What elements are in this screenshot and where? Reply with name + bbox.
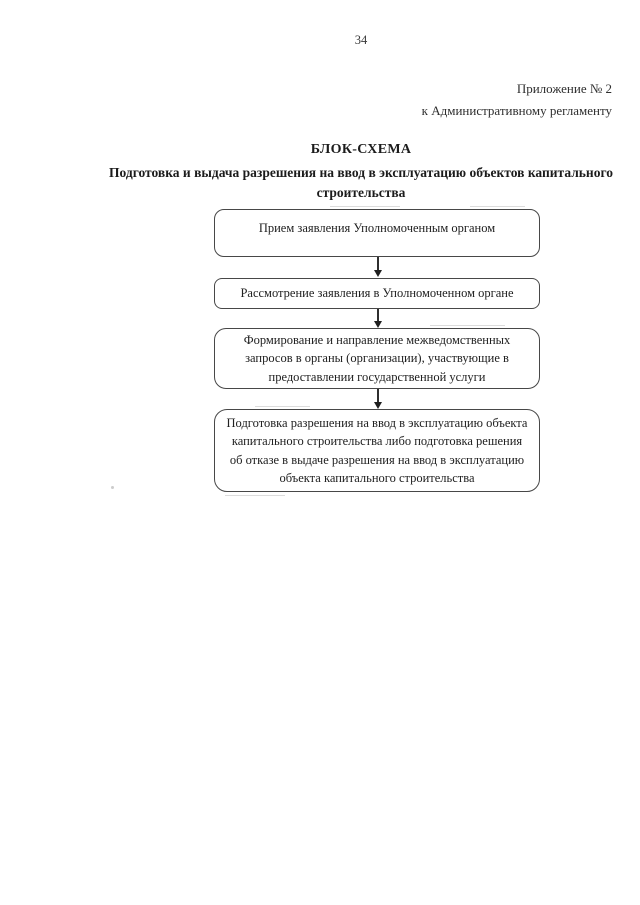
scan-artifact [255, 406, 310, 407]
scan-artifact [330, 206, 400, 207]
heading-block: БЛОК-СХЕМА Подготовка и выдача разрешени… [81, 142, 640, 203]
page-number: 34 [354, 33, 368, 47]
flowchart-step-1: Прием заявления Уполномоченным органом [214, 209, 540, 257]
flowchart-step-2-label: Рассмотрение заявления в Уполномоченном … [240, 286, 514, 301]
appendix-line-2: к Административному регламенту [421, 103, 612, 118]
appendix-reference: Приложение № 2 к Административному регла… [422, 78, 612, 122]
scan-artifact [470, 206, 525, 207]
flow-arrow-down-1 [377, 257, 379, 270]
appendix-line-1: Приложение № 2 [516, 81, 612, 96]
flow-arrow-down-3 [377, 389, 379, 402]
page-title: БЛОК-СХЕМА [310, 142, 412, 157]
flowchart-step-2: Рассмотрение заявления в Уполномоченном … [214, 278, 540, 309]
scan-speck [111, 486, 114, 489]
flow-arrow-down-2 [377, 309, 379, 321]
flowchart-step-3-label: Формирование и направление межведомствен… [243, 332, 511, 384]
flowchart-step-4-label: Подготовка разрешения на ввод в эксплуат… [226, 415, 528, 486]
scan-artifact [225, 495, 285, 496]
flowchart-step-4: Подготовка разрешения на ввод в эксплуат… [214, 409, 540, 492]
scan-artifact [430, 325, 505, 326]
flowchart-step-3: Формирование и направление межведомствен… [214, 328, 540, 389]
page-subtitle: Подготовка и выдача разрешения на ввод в… [109, 165, 613, 200]
flowchart-step-1-label: Прием заявления Уполномоченным органом [258, 221, 496, 235]
